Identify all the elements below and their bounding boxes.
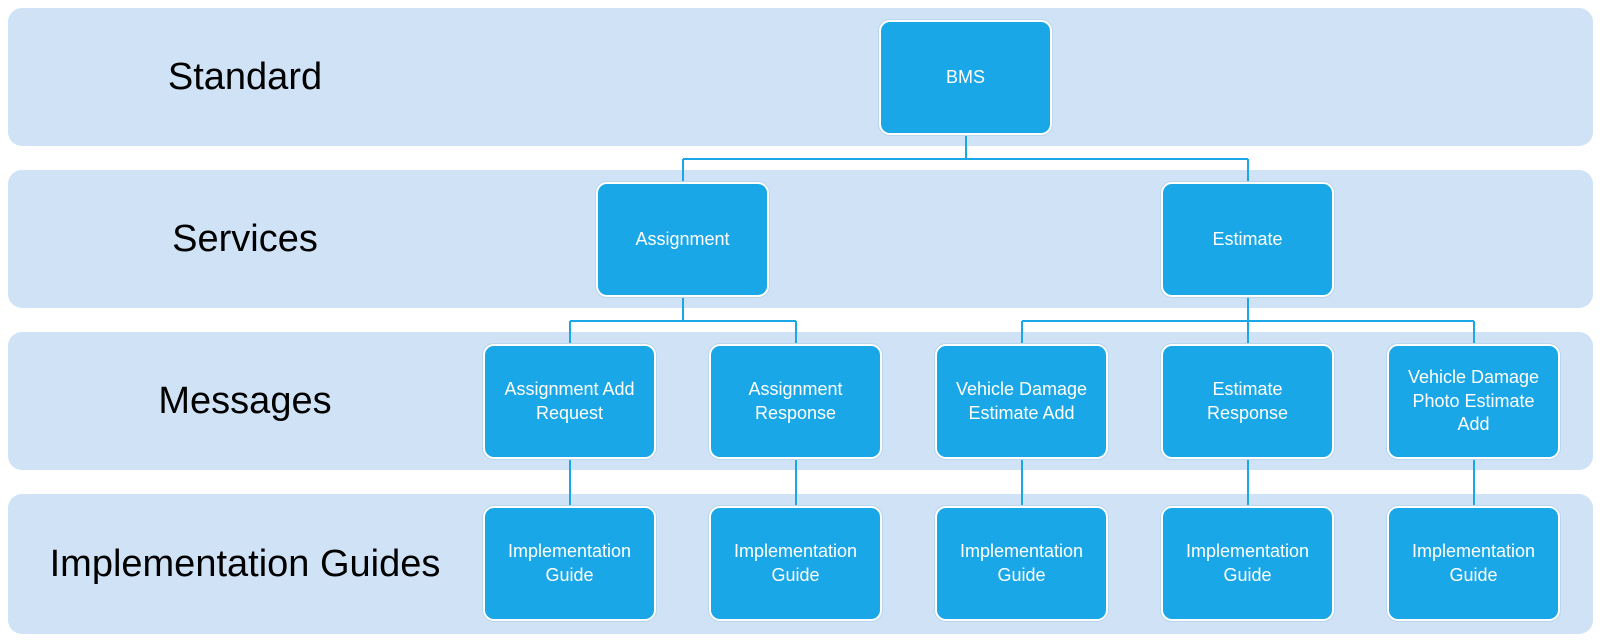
node-implementation-guide: Implementation Guide <box>935 506 1108 621</box>
tier-label-messages: Messages <box>158 379 332 422</box>
node-bms: BMS <box>879 20 1052 135</box>
node-vehicle-damage-photo-estimate-add: Vehicle Damage Photo Estimate Add <box>1387 344 1560 459</box>
node-implementation-guide: Implementation Guide <box>709 506 882 621</box>
node-assignment: Assignment <box>596 182 769 297</box>
node-implementation-guide: Implementation Guide <box>1161 506 1334 621</box>
tier-label-services: Services <box>172 217 318 260</box>
node-vehicle-damage-estimate-add: Vehicle Damage Estimate Add <box>935 344 1108 459</box>
node-estimate-response: Estimate Response <box>1161 344 1334 459</box>
tier-label-standard: Standard <box>167 55 323 98</box>
node-implementation-guide: Implementation Guide <box>1387 506 1560 621</box>
node-implementation-guide: Implementation Guide <box>483 506 656 621</box>
node-assignment-add-request: Assignment Add Request <box>483 344 656 459</box>
node-estimate: Estimate <box>1161 182 1334 297</box>
tier-band-standard <box>8 8 1593 146</box>
tier-label-implementation-guides: Implementation Guides <box>49 542 441 585</box>
node-assignment-response: Assignment Response <box>709 344 882 459</box>
